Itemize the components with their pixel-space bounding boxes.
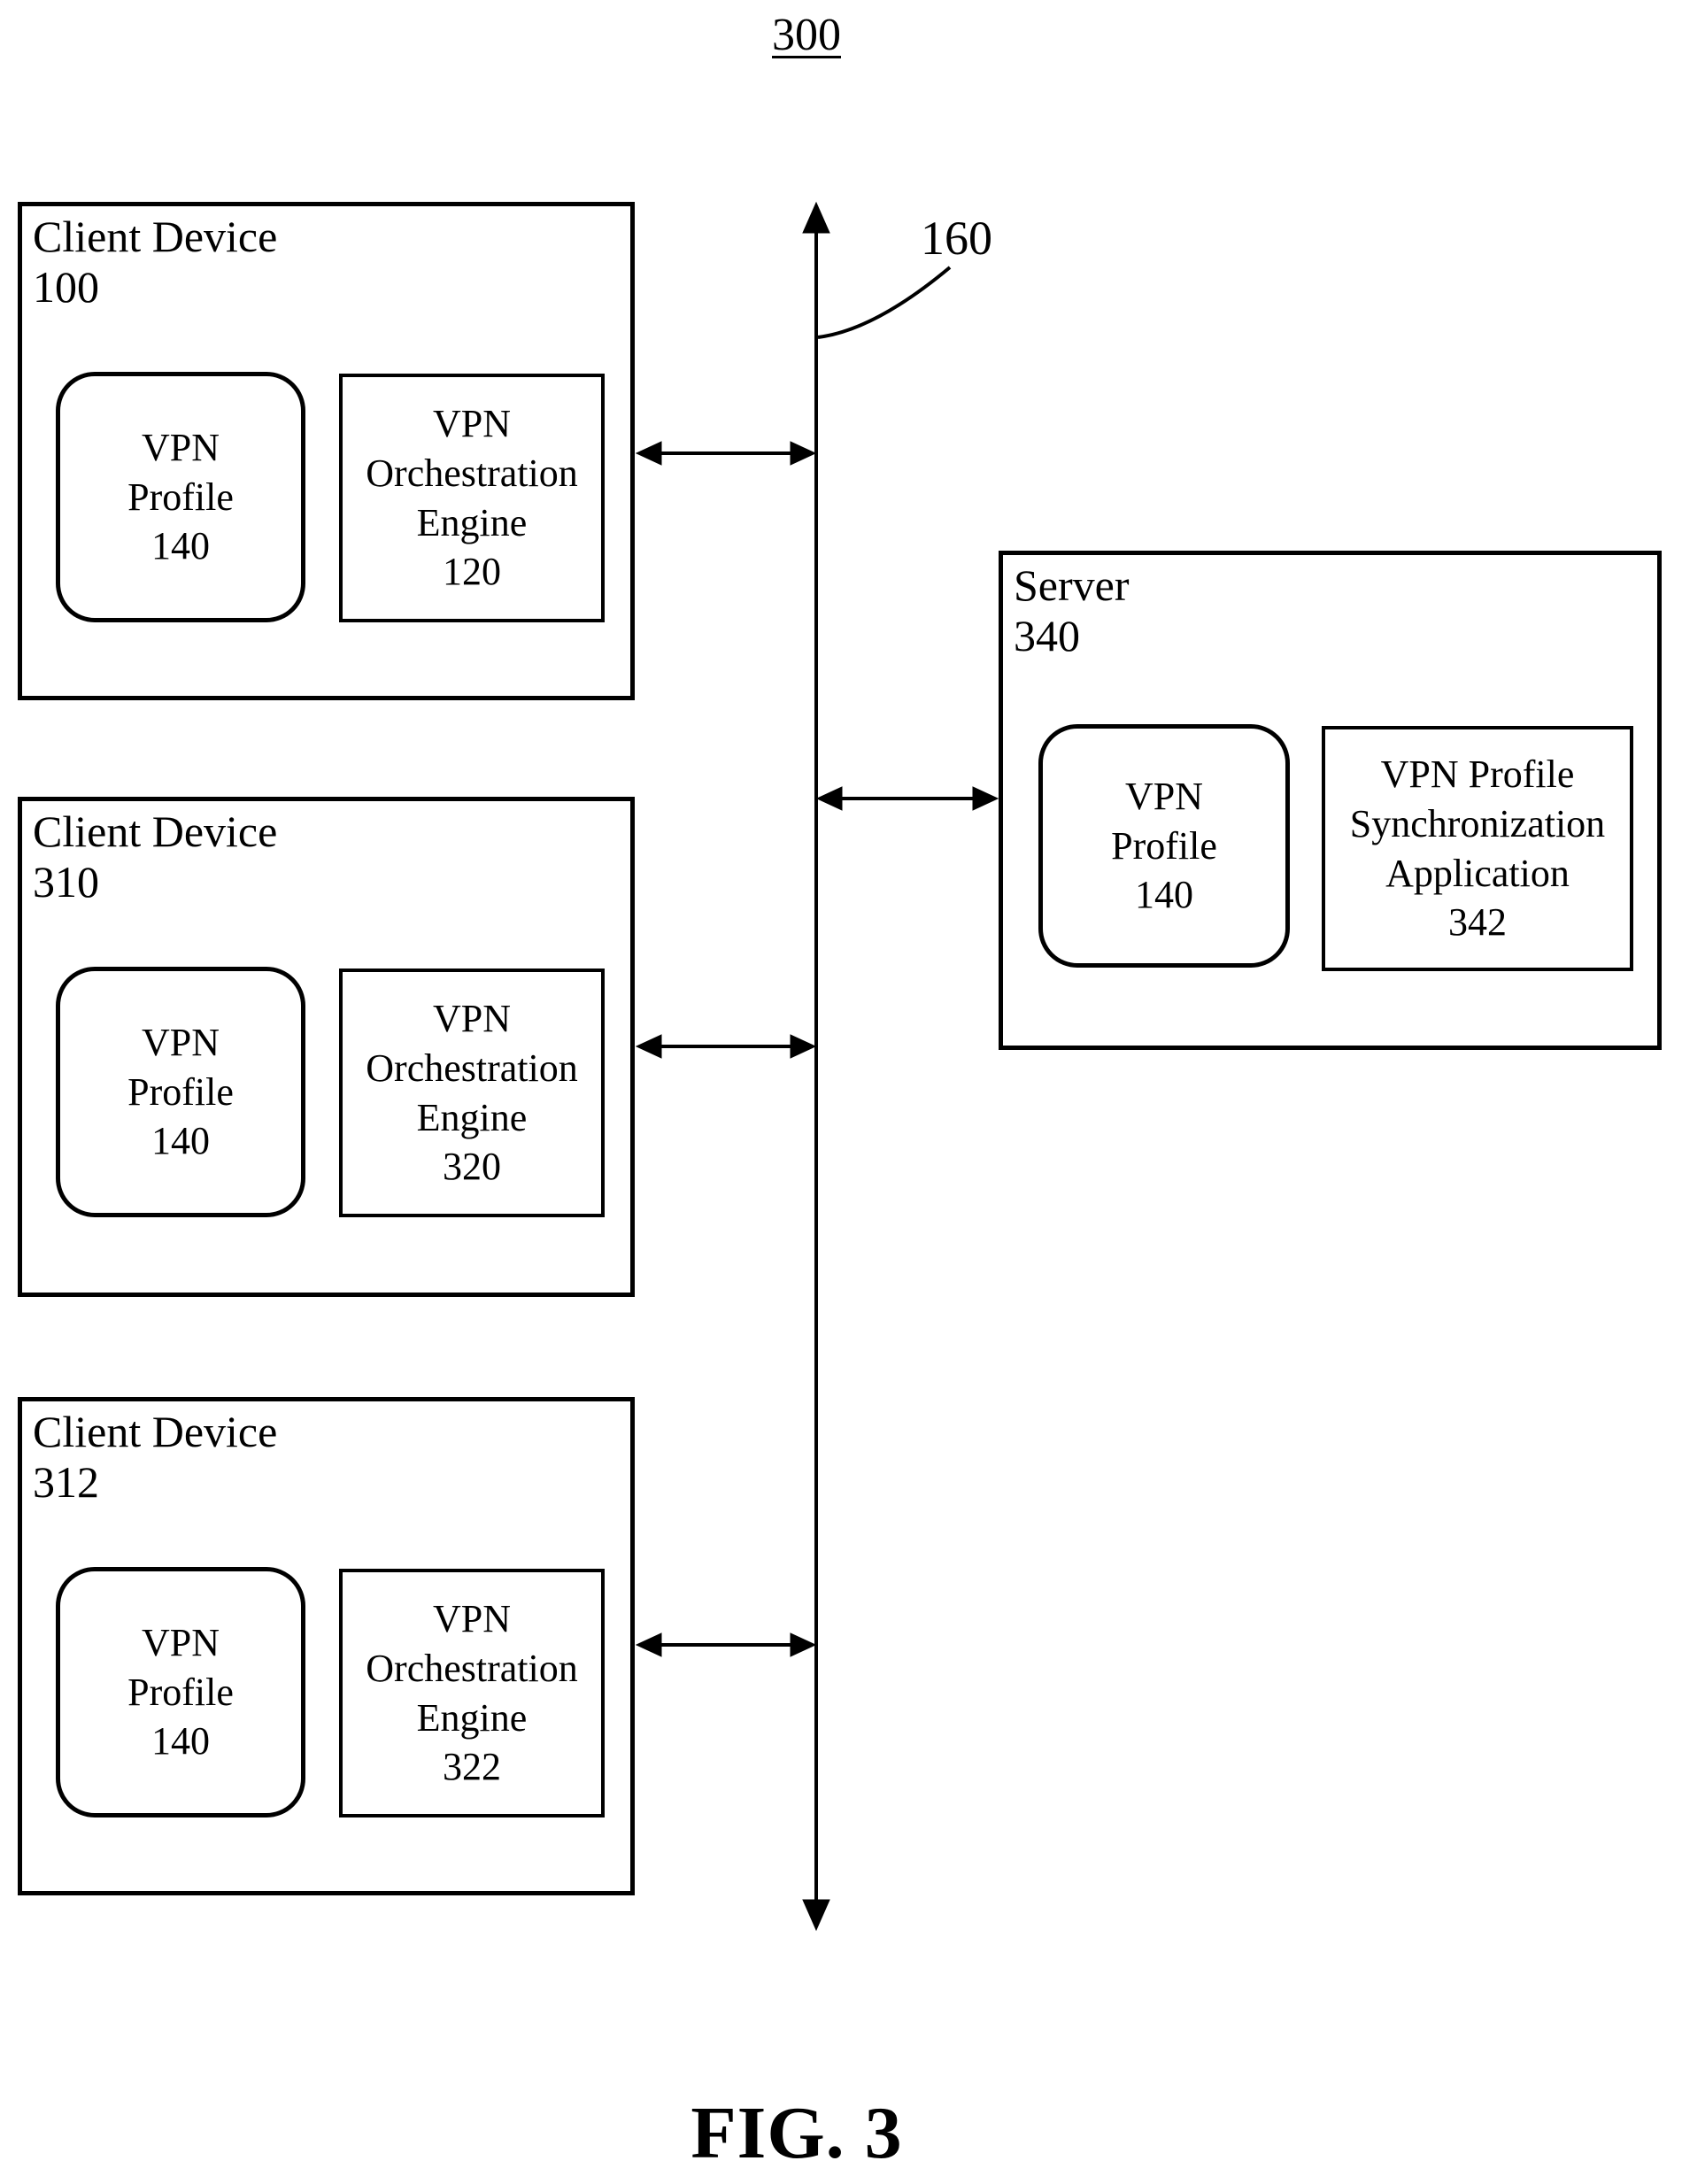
vpn-profile-box: VPN Profile 140 — [1038, 724, 1290, 968]
client-device-header: Client Device 100 — [33, 212, 277, 313]
vpn-profile-box: VPN Profile 140 — [56, 372, 305, 622]
vpn-orchestration-engine-box: VPN Orchestration Engine 322 — [339, 1569, 605, 1817]
arrowhead-left-icon — [815, 786, 843, 811]
vpn-orchestration-engine-box: VPN Orchestration Engine 120 — [339, 374, 605, 622]
figure-caption: FIG. 3 — [691, 2092, 903, 2174]
link-arrow-client-100 — [635, 441, 817, 466]
server-number: 340 — [1014, 611, 1080, 660]
arrowhead-left-icon — [635, 1034, 662, 1059]
client-device-title: Client Device — [33, 1407, 278, 1456]
arrowhead-left-icon — [635, 1632, 662, 1657]
client-device-title: Client Device — [33, 212, 278, 261]
server-header: Server 340 — [1014, 560, 1130, 661]
client-device-number: 100 — [33, 262, 99, 312]
client-device-box-100: Client Device 100 VPN Profile 140 VPN Or… — [18, 202, 635, 700]
vpn-orchestration-engine-box: VPN Orchestration Engine 320 — [339, 969, 605, 1217]
arrowhead-right-icon — [790, 1034, 817, 1059]
bus-label-leader-curve — [817, 266, 952, 339]
server-box-340: Server 340 VPN Profile 140 VPN Profile S… — [999, 551, 1662, 1050]
client-device-header: Client Device 312 — [33, 1407, 277, 1508]
client-device-number: 312 — [33, 1457, 99, 1507]
arrowhead-right-icon — [972, 786, 999, 811]
figure-reference-number: 300 — [772, 10, 841, 60]
client-device-number: 310 — [33, 857, 99, 907]
client-device-header: Client Device 310 — [33, 806, 277, 907]
network-bus-arrowhead-down-icon — [802, 1899, 830, 1932]
arrowhead-left-icon — [635, 441, 662, 466]
link-arrow-client-312 — [635, 1632, 817, 1657]
link-arrow-server-340 — [815, 786, 999, 811]
link-arrow-client-310 — [635, 1034, 817, 1059]
arrowhead-right-icon — [790, 1632, 817, 1657]
arrowhead-right-icon — [790, 441, 817, 466]
network-bus-arrow — [802, 201, 830, 1932]
vpn-profile-box: VPN Profile 140 — [56, 1567, 305, 1817]
network-bus-arrowhead-up-icon — [802, 201, 830, 234]
client-device-box-310: Client Device 310 VPN Profile 140 VPN Or… — [18, 797, 635, 1297]
server-title: Server — [1014, 560, 1130, 610]
client-device-title: Client Device — [33, 806, 278, 856]
vpn-profile-sync-application-box: VPN Profile Synchronization Application … — [1322, 726, 1633, 971]
bus-label-160: 160 — [921, 212, 992, 265]
client-device-box-312: Client Device 312 VPN Profile 140 VPN Or… — [18, 1397, 635, 1895]
vpn-profile-box: VPN Profile 140 — [56, 967, 305, 1217]
